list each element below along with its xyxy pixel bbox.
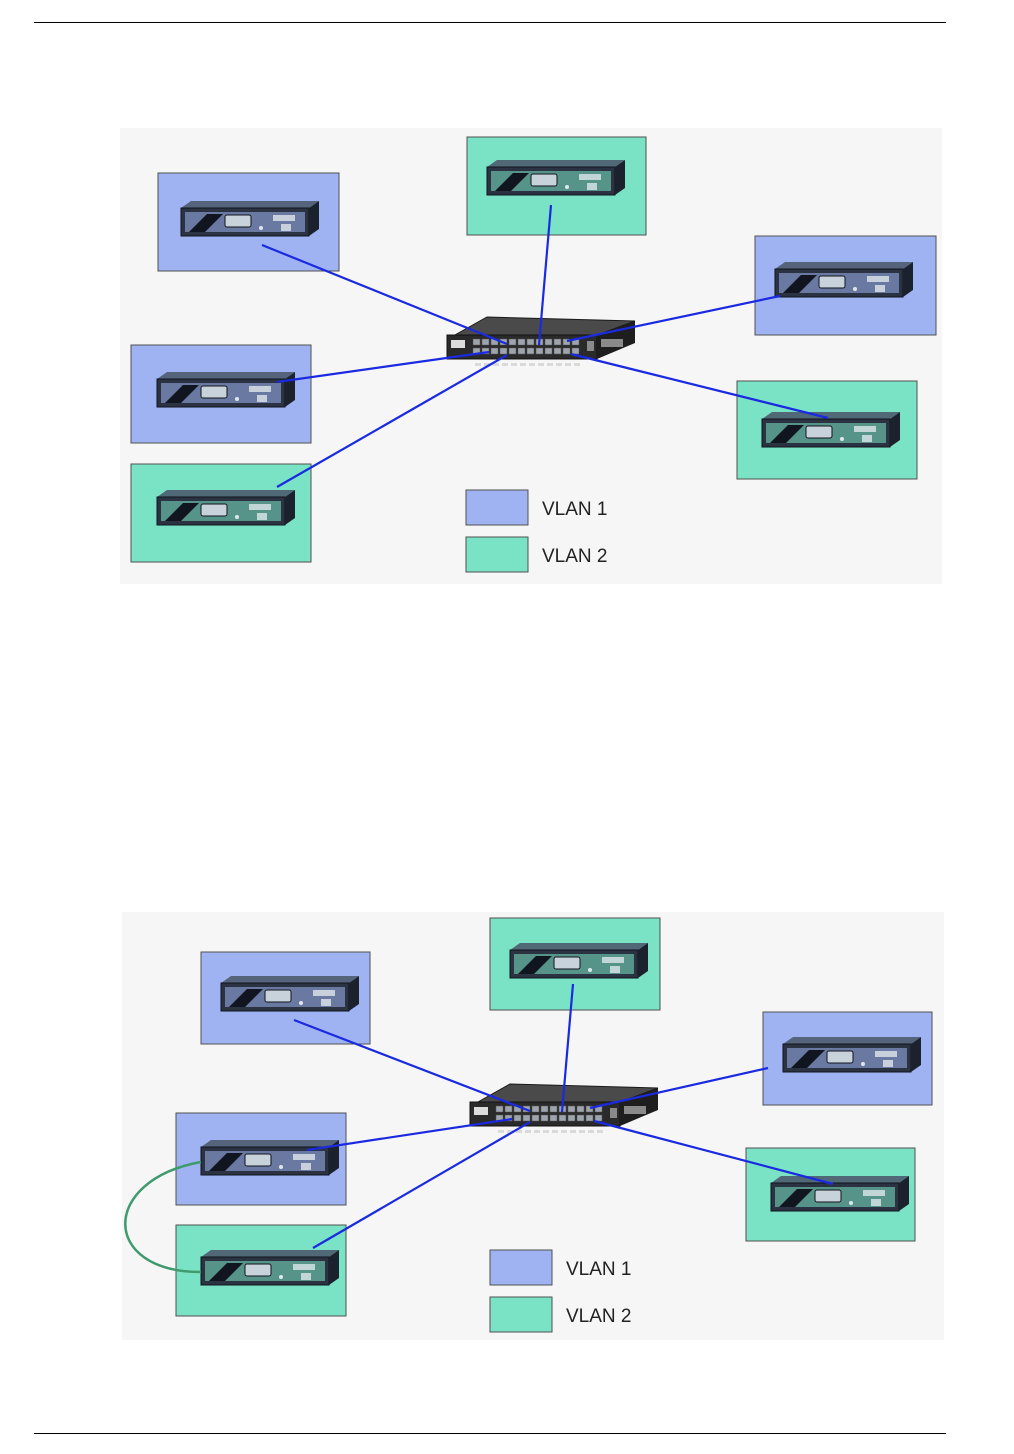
rack-appliance-icon: [201, 1140, 339, 1175]
rack-appliance-icon: [775, 262, 913, 297]
legend-swatch-vlan2: [466, 537, 528, 572]
rack-appliance-icon: [783, 1037, 921, 1072]
rack-appliance-icon: [221, 976, 359, 1011]
rack-appliance-icon: [510, 943, 648, 978]
footer-rule: [34, 1433, 946, 1434]
legend-label-vlan1: VLAN 1: [542, 499, 607, 520]
network-link: [567, 296, 780, 341]
legend-label-vlan1: VLAN 1: [566, 1259, 631, 1280]
legend-swatch-vlan1: [490, 1250, 552, 1285]
legend-swatch-vlan1: [466, 490, 528, 525]
network-link: [294, 1020, 530, 1111]
legend-swatch-vlan2: [490, 1297, 552, 1332]
rack-appliance-icon: [487, 160, 625, 195]
network-link: [262, 245, 507, 344]
legend-label-vlan2: VLAN 2: [542, 546, 607, 567]
vlan-diagram-1: VLAN 1 VLAN 2: [131, 137, 936, 572]
legend-label-vlan2: VLAN 2: [566, 1306, 631, 1327]
rack-appliance-icon: [762, 412, 900, 447]
rack-appliance-icon: [181, 201, 319, 236]
rack-appliance-icon: [157, 490, 295, 525]
rack-appliance-icon: [157, 372, 295, 407]
rack-appliance-icon: [201, 1250, 339, 1285]
vlan-diagram-2: VLAN 1 VLAN 2: [125, 918, 932, 1332]
rack-appliance-icon: [771, 1176, 909, 1211]
